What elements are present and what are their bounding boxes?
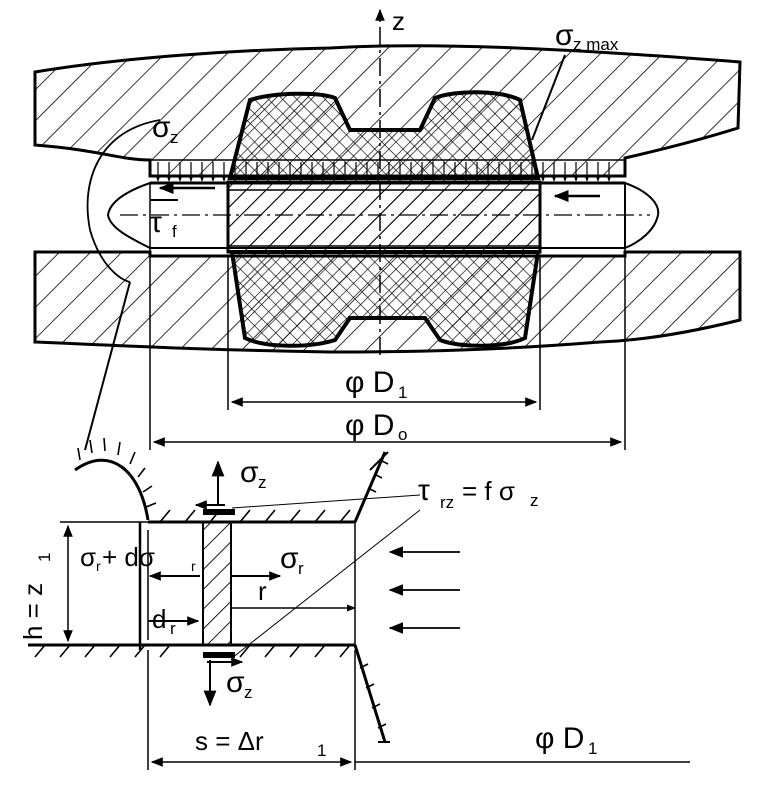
svg-text:f: f [172,222,177,241]
svg-text:σ: σ [226,666,245,699]
svg-text:1: 1 [35,553,54,562]
sigma-r-plus-d-label: σ r + dσ r [80,542,196,574]
svg-text:z: z [244,683,253,702]
z-axis: z [375,6,405,355]
external-pressure-arrows [388,546,460,634]
svg-text:φ D: φ D [345,366,394,399]
dr-label: d r [152,604,176,638]
detail-bottom-wall [28,643,390,743]
element-dr [202,509,235,658]
detail-top-wall [74,437,389,524]
svg-text:z: z [258,473,267,492]
svg-text:z: z [170,128,179,147]
sigma-z-label: σ z [152,111,179,147]
sigma-z-distribution [150,159,625,185]
workpiece-core [226,180,542,254]
s-label: s = Δr 1 [195,726,326,760]
upper-die [33,44,742,178]
tau-f-label: τ f [150,199,178,241]
tau-rz-leaders [231,494,421,659]
svg-text:r: r [96,558,101,574]
svg-text:z: z [530,491,539,510]
svg-text:r: r [191,558,196,574]
tau-f-arrows [158,182,600,202]
svg-text:φ D: φ D [345,409,394,442]
svg-text:τ: τ [418,474,430,507]
svg-text:σ: σ [555,19,574,52]
svg-text:h = z: h = z [18,583,48,640]
detail-callout [84,119,161,451]
detail-sigma-r-arrows [148,571,356,626]
svg-text:o: o [398,425,407,444]
svg-text:1: 1 [398,383,407,402]
svg-text:r: r [170,619,176,638]
detail-sigma-z-bottom-label: σ z [226,666,253,702]
workpiece-lower [229,250,541,348]
svg-text:σ: σ [280,542,299,575]
svg-text:σ: σ [80,542,96,572]
r-label: r [258,576,267,606]
dimension-s [147,650,690,770]
svg-text:+ dσ: + dσ [102,542,155,572]
svg-text:d: d [152,604,166,634]
z-axis-label: z [392,6,405,36]
svg-text:= f σ: = f σ [462,476,515,506]
h-label: h = z 1 [18,553,54,640]
svg-text:σ: σ [152,111,171,144]
detail-sigma-z-top-label: σ z [240,456,267,492]
svg-text:r: r [298,559,304,578]
svg-text:σ: σ [240,456,259,489]
tau-rz-label: τ rz = f σ z [418,474,539,512]
svg-text:rz: rz [440,493,454,512]
svg-text:φ D: φ D [535,722,584,755]
svg-text:1: 1 [588,739,597,758]
sigma-r-label: σ r [280,542,304,578]
svg-text:1: 1 [317,741,326,760]
detail-sigma-z-arrows [194,460,244,707]
workpiece-upper [227,90,541,180]
detail-d1-label: φ D 1 [535,722,597,758]
dimension-d1: φ D 1 [227,255,541,410]
svg-text:s = Δr: s = Δr [195,726,264,756]
svg-text:τ: τ [150,206,162,239]
dimension-d0: φ D o [149,183,626,450]
dimension-h [60,521,148,643]
svg-text:z max: z max [573,35,619,54]
sigma-z-max-label: σ z max [531,19,619,141]
